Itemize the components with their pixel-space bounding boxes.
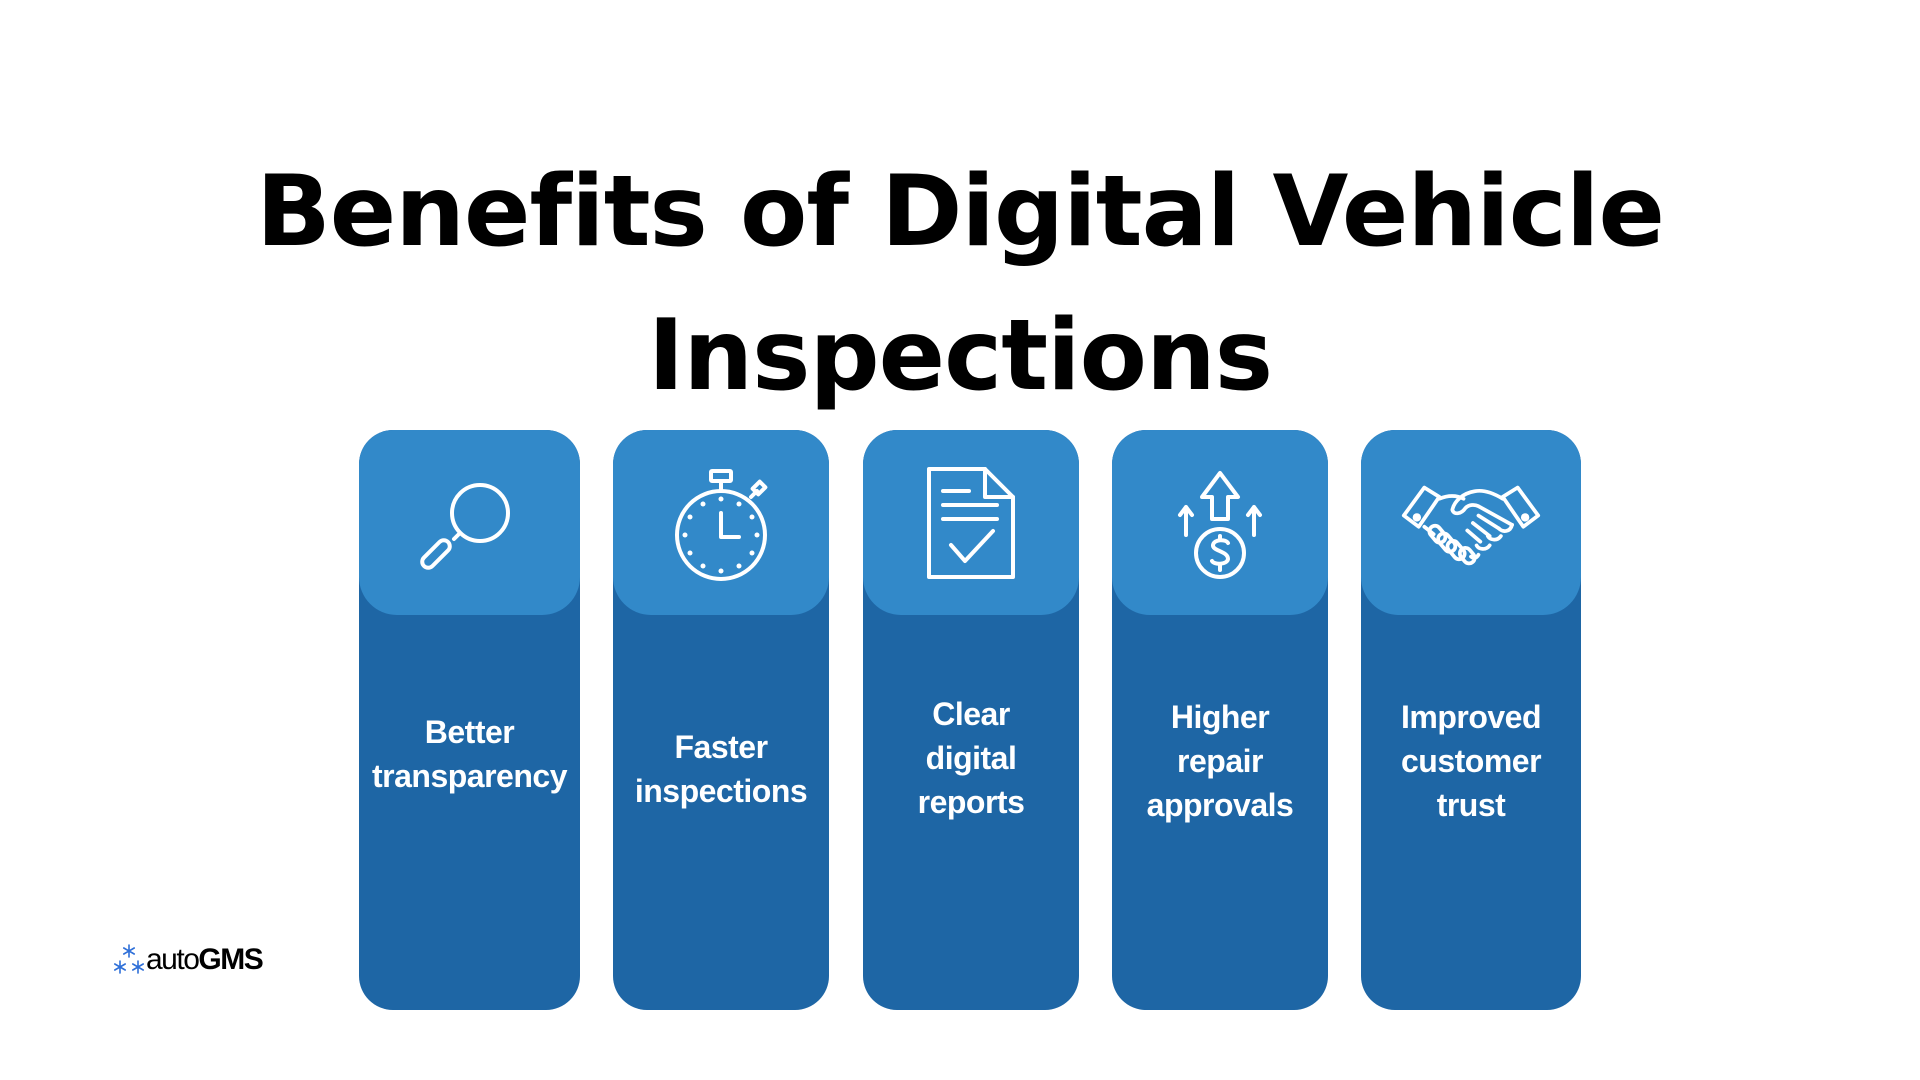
title-line-1: Benefits of Digital Vehicle bbox=[256, 155, 1665, 269]
stopwatch-icon bbox=[675, 468, 768, 581]
benefit-card-reports: Clear digital reports bbox=[863, 430, 1079, 1010]
logo-prefix: auto bbox=[146, 943, 200, 976]
card-label: Improved customer trust bbox=[1400, 699, 1542, 823]
page-title: Benefits of Digital Vehicle Inspections bbox=[0, 140, 1920, 428]
card-header bbox=[863, 430, 1079, 615]
card-header bbox=[359, 430, 580, 615]
logo-text: autoGMS bbox=[146, 943, 264, 977]
card-header bbox=[1112, 430, 1328, 615]
document-check-icon bbox=[927, 466, 1015, 579]
card-header bbox=[1361, 430, 1581, 615]
benefit-card-transparency: Better transparency bbox=[359, 430, 580, 1010]
title-line-2: Inspections bbox=[647, 299, 1273, 413]
benefit-card-trust: Improved customer trust bbox=[1361, 430, 1581, 1010]
snowflake-cluster-icon bbox=[114, 944, 144, 974]
card-header bbox=[613, 430, 829, 615]
magnifying-glass-icon bbox=[419, 482, 510, 570]
card-label: Clear digital reports bbox=[917, 696, 1025, 820]
money-growth-icon bbox=[1178, 470, 1262, 579]
card-label: Higher repair approvals bbox=[1146, 699, 1294, 823]
autogms-logo: autoGMS bbox=[112, 940, 264, 980]
card-label: Better transparency bbox=[372, 714, 567, 794]
handshake-icon bbox=[1401, 485, 1541, 565]
benefit-card-approvals: Higher repair approvals bbox=[1112, 430, 1328, 1010]
benefit-card-speed: Faster inspections bbox=[613, 430, 829, 1010]
logo-brand: GMS bbox=[198, 943, 263, 976]
card-label: Faster inspections bbox=[634, 729, 808, 809]
